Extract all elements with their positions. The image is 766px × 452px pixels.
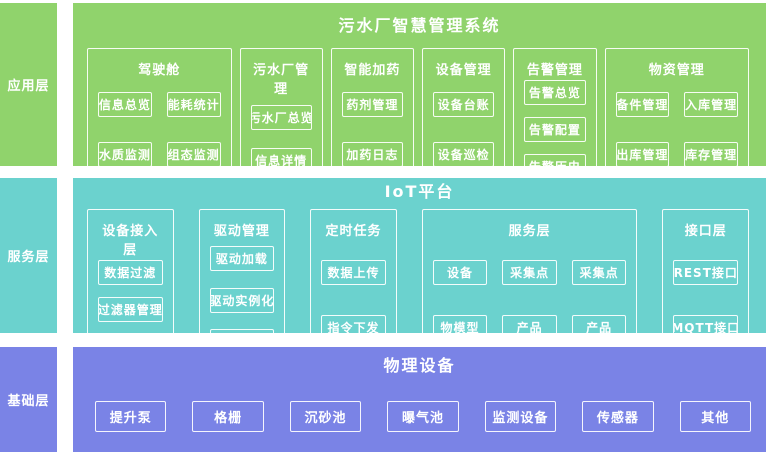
group-items-service-sublayer: 设备采集点采集点物模型产品产品 (432, 241, 627, 359)
item-box: 物模型 (432, 315, 488, 341)
group-material-management: 物资管理备件管理入库管理出库管理库存管理 (604, 48, 749, 189)
group-items-scheduled-tasks: 数据上传指令下发 (321, 241, 386, 359)
group-items-interface-layer: REST接口 MQTT接口 (673, 241, 739, 359)
item-box: 信息总览 (98, 92, 152, 118)
groups-iot-platform: 设备接入层数据过滤过滤器管理数据转发驱动管理驱动加载驱动实例化事件回馈定时任务数… (87, 209, 750, 369)
item-box: 数据上传 (321, 259, 386, 285)
item-box: 备件管理 (615, 92, 670, 118)
item-box: 出库管理 (615, 141, 670, 167)
device-box: 格栅 (192, 401, 264, 432)
group-title-device-access-layer: 设备接入层 (102, 224, 159, 258)
group-driver-management: 驱动管理驱动加载驱动实例化事件回馈 (198, 209, 286, 369)
group-plant-management: 污水厂管理污水厂总览信息详情 (239, 48, 323, 189)
groups-application: 驾驶舱信息总览能耗统计水质监测组态监测污水厂管理污水厂总览信息详情智能加药药剂管… (87, 48, 749, 189)
panel-physical-devices: 物理设备 提升泵格栅沉砂池曝气池监测设备传感器其他 (73, 347, 766, 452)
item-box: 水质监测 (98, 141, 152, 167)
panel-title-application: 污水厂智慧管理系统 (338, 16, 501, 35)
device-box: 其他 (679, 401, 751, 432)
group-items-equipment-management: 设备台账设备巡检 (433, 80, 495, 179)
item-box: 过滤器管理 (98, 297, 163, 322)
item-box: REST接口 (673, 259, 739, 285)
group-title-cockpit: 驾驶舱 (138, 63, 181, 78)
group-items-driver-management: 驱动加载驱动实例化事件回馈 (209, 241, 275, 359)
group-title-material-management: 物资管理 (648, 63, 705, 78)
group-title-service-sublayer: 服务层 (508, 224, 551, 239)
device-items: 提升泵格栅沉砂池曝气池监测设备传感器其他 (95, 401, 751, 432)
item-box: 设备巡检 (433, 141, 495, 167)
item-box: 产品 (571, 315, 627, 341)
panel-application: 污水厂智慧管理系统 驾驶舱信息总览能耗统计水质监测组态监测污水厂管理污水厂总览信… (73, 3, 766, 189)
item-box: 加药日志 (341, 141, 403, 167)
device-box: 监测设备 (484, 401, 557, 432)
side-label-service: 服务层 (0, 178, 57, 333)
item-box: 组态监测 (166, 141, 221, 167)
item-box: 药剂管理 (341, 92, 403, 118)
group-title-alarm-management: 告警管理 (526, 63, 583, 78)
group-alarm-management: 告警管理告警总览告警配置告警历史 (513, 48, 597, 189)
item-box: 数据过滤 (98, 260, 163, 285)
layer-application: 应用层 污水厂智慧管理系统 驾驶舱信息总览能耗统计水质监测组态监测污水厂管理污水… (0, 3, 766, 189)
item-box: 设备 (432, 259, 488, 285)
device-box: 传感器 (582, 401, 654, 432)
group-title-plant-management: 污水厂管理 (253, 63, 310, 97)
item-box: 告警总览 (524, 80, 586, 105)
side-label-application: 应用层 (0, 3, 57, 166)
item-box: 采集点 (502, 259, 557, 285)
layer-physical: 基础层 物理设备 提升泵格栅沉砂池曝气池监测设备传感器其他 (0, 347, 766, 452)
device-box: 提升泵 (95, 401, 167, 432)
group-title-scheduled-tasks: 定时任务 (325, 224, 382, 239)
device-box: 曝气池 (387, 401, 459, 432)
item-box: 驱动实例化 (209, 287, 275, 313)
item-box: 库存管理 (684, 141, 738, 167)
group-interface-layer: 接口层 REST接口 MQTT接口 (662, 209, 750, 369)
group-items-device-access-layer: 数据过滤过滤器管理数据转发 (98, 260, 163, 359)
item-box: 告警配置 (524, 117, 586, 142)
panel-title-physical-devices: 物理设备 (383, 356, 456, 375)
item-box: MQTT接口 (673, 315, 739, 341)
group-device-access-layer: 设备接入层数据过滤过滤器管理数据转发 (87, 209, 174, 369)
group-service-sublayer: 服务层设备采集点采集点物模型产品产品 (421, 209, 638, 369)
item-box: 污水厂总览 (250, 105, 312, 130)
group-equipment-management: 设备管理设备台账设备巡检 (422, 48, 506, 189)
group-title-driver-management: 驱动管理 (213, 224, 270, 239)
item-box: 产品 (502, 315, 557, 341)
layer-service: 服务层 IoT平台 设备接入层数据过滤过滤器管理数据转发驱动管理驱动加载驱动实例… (0, 178, 766, 369)
group-items-alarm-management: 告警总览告警配置告警历史 (524, 80, 586, 179)
group-items-cockpit: 信息总览能耗统计水质监测组态监测 (98, 80, 221, 179)
panel-title-iot-platform: IoT平台 (384, 182, 455, 201)
group-items-smart-dosing: 药剂管理加药日志 (341, 80, 403, 179)
item-box: 指令下发 (321, 315, 386, 341)
group-cockpit: 驾驶舱信息总览能耗统计水质监测组态监测 (87, 48, 232, 189)
item-box: 告警历史 (524, 154, 586, 179)
group-scheduled-tasks: 定时任务数据上传指令下发 (310, 209, 397, 369)
group-items-material-management: 备件管理入库管理出库管理库存管理 (615, 80, 738, 179)
side-label-physical: 基础层 (0, 347, 57, 452)
item-box: 入库管理 (684, 92, 738, 118)
item-box: 采集点 (571, 259, 627, 285)
group-smart-dosing: 智能加药药剂管理加药日志 (330, 48, 414, 189)
group-title-equipment-management: 设备管理 (435, 63, 492, 78)
item-box: 驱动加载 (209, 245, 275, 271)
item-box: 信息详情 (250, 148, 312, 173)
item-box: 设备台账 (433, 92, 495, 118)
group-title-smart-dosing: 智能加药 (344, 63, 401, 78)
item-box: 能耗统计 (166, 92, 221, 118)
device-box: 沉砂池 (289, 401, 362, 432)
group-title-interface-layer: 接口层 (684, 224, 727, 239)
panel-iot-platform: IoT平台 设备接入层数据过滤过滤器管理数据转发驱动管理驱动加载驱动实例化事件回… (73, 178, 766, 369)
group-items-plant-management: 污水厂总览信息详情 (250, 99, 312, 179)
